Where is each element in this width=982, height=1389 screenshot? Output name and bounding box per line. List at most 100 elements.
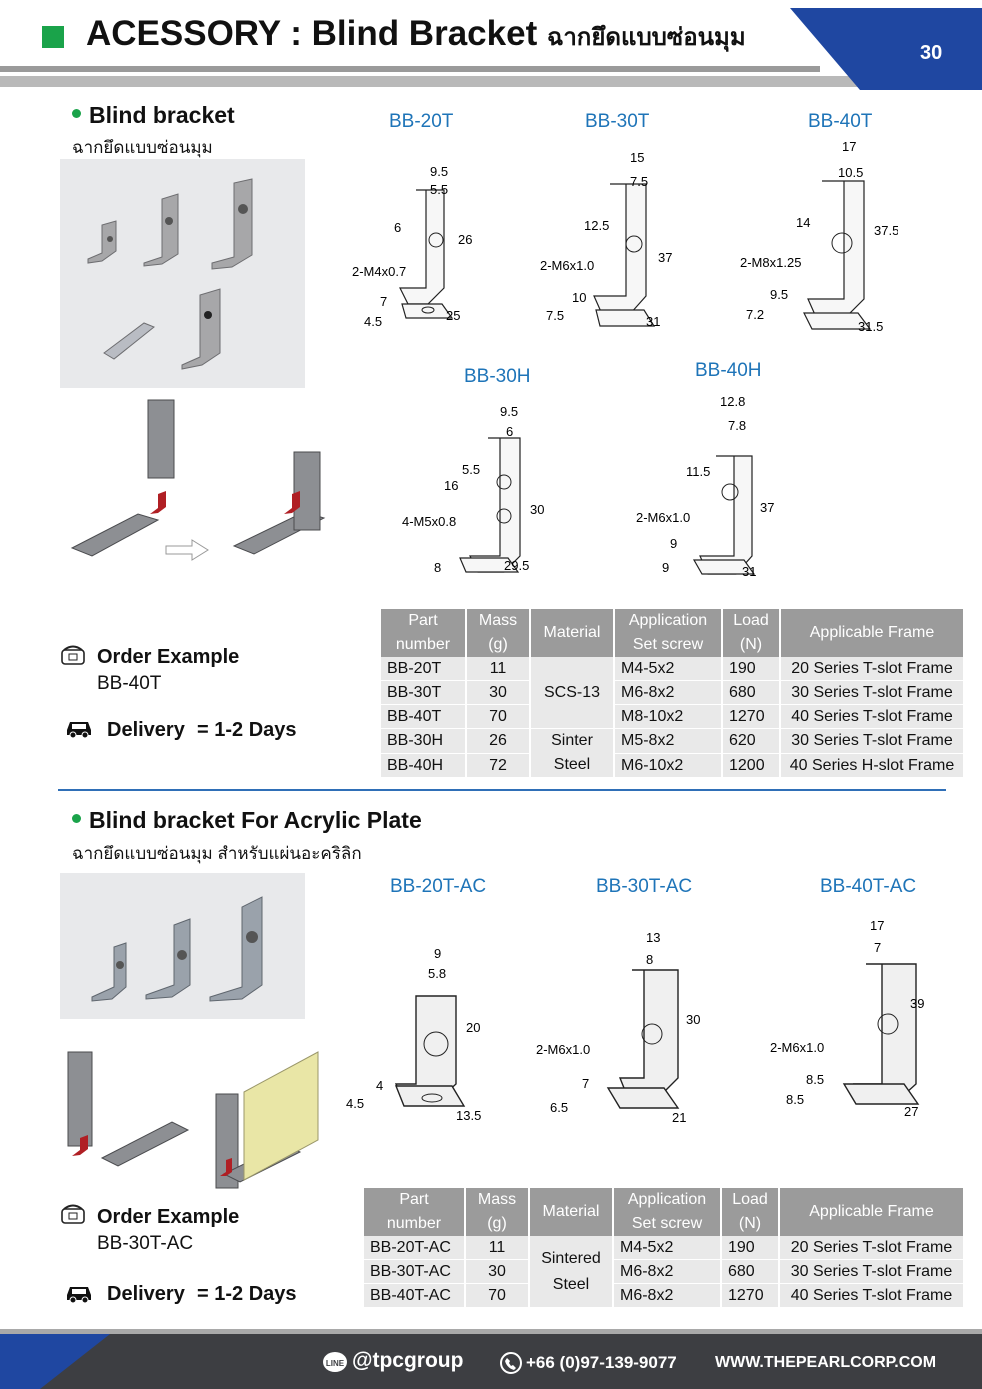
svg-text:27: 27 bbox=[904, 1104, 918, 1119]
svg-text:26: 26 bbox=[458, 232, 472, 247]
col-material: Material bbox=[530, 609, 615, 657]
delivery-value: = 1-2 Days bbox=[197, 1283, 297, 1305]
svg-text:9.5: 9.5 bbox=[770, 287, 788, 302]
svg-text:LINE: LINE bbox=[326, 1359, 345, 1368]
order-example-label: Order Example bbox=[97, 646, 240, 668]
model-label-bb40t: BB-40T bbox=[808, 111, 873, 132]
svg-text:4.5: 4.5 bbox=[364, 314, 382, 329]
svg-text:2-M6x1.0: 2-M6x1.0 bbox=[770, 1040, 824, 1055]
section-title: Blind bracket bbox=[72, 102, 235, 129]
col-mass: Mass(g) bbox=[465, 1188, 530, 1236]
svg-text:12.8: 12.8 bbox=[720, 394, 745, 409]
svg-text:2-M6x1.0: 2-M6x1.0 bbox=[540, 258, 594, 273]
svg-text:4: 4 bbox=[376, 1078, 383, 1093]
delivery-label: Delivery bbox=[107, 1283, 185, 1305]
svg-text:8: 8 bbox=[434, 560, 441, 575]
svg-text:9: 9 bbox=[662, 560, 669, 575]
model-label-ac40: BB-40T-AC bbox=[820, 876, 917, 897]
svg-text:20: 20 bbox=[466, 1020, 480, 1035]
phone-circle-icon bbox=[500, 1352, 522, 1374]
table-row: BB-30T 30 M6-8x2 680 30 Series T-slot Fr… bbox=[381, 680, 965, 705]
svg-text:2-M6x1.0: 2-M6x1.0 bbox=[636, 510, 690, 525]
svg-text:9.5: 9.5 bbox=[430, 164, 448, 179]
material-cell: SCS-13 bbox=[530, 657, 615, 729]
svg-text:5.5: 5.5 bbox=[462, 462, 480, 477]
svg-text:37.5: 37.5 bbox=[874, 223, 898, 238]
drawing-ac30: 13 8 30 2-M6x1.0 7 6.5 21 bbox=[536, 930, 700, 1125]
svg-text:31: 31 bbox=[742, 564, 756, 579]
footer-line-id[interactable]: @tpcgroup bbox=[352, 1349, 464, 1372]
arrow-icon bbox=[165, 539, 209, 561]
page-number: 30 bbox=[920, 42, 943, 64]
col-material: Material bbox=[529, 1188, 614, 1236]
section-subtitle: ฉากยึดแบบซ่อนมุม สำหรับแผ่นอะคริลิก bbox=[72, 844, 362, 863]
drawing-ac40: 17 7 39 2-M6x1.0 8.5 8.5 27 bbox=[770, 918, 924, 1119]
svg-text:2-M4x0.7: 2-M4x0.7 bbox=[352, 264, 406, 279]
brackets-photo-illustration bbox=[87, 178, 253, 370]
svg-text:11.5: 11.5 bbox=[686, 464, 710, 479]
svg-text:7.2: 7.2 bbox=[746, 307, 764, 322]
col-load: Load(N) bbox=[721, 1188, 780, 1236]
svg-text:7: 7 bbox=[874, 940, 881, 955]
svg-text:8: 8 bbox=[646, 952, 653, 967]
bullet-icon bbox=[72, 814, 81, 824]
bullet-icon bbox=[72, 109, 81, 119]
drawing-bb40h: 12.8 7.8 11.5 37 2-M6x1.0 9 9 31 bbox=[636, 394, 774, 579]
svg-text:5.5: 5.5 bbox=[430, 182, 448, 197]
svg-text:8.5: 8.5 bbox=[806, 1072, 824, 1087]
product-photo bbox=[60, 159, 305, 388]
svg-text:4.5: 4.5 bbox=[346, 1096, 364, 1111]
svg-text:21: 21 bbox=[672, 1110, 686, 1125]
svg-text:4-M5x0.8: 4-M5x0.8 bbox=[402, 514, 456, 529]
drawing-bb40t: 17 10.5 14 37.5 2-M8x1.25 9.5 7.2 31.5 bbox=[740, 139, 898, 334]
section-title: Blind bracket For Acrylic Plate bbox=[72, 807, 422, 834]
svg-text:7: 7 bbox=[380, 294, 387, 309]
table-row: BB-20T 11 SCS-13 M4-5x2 190 20 Series T-… bbox=[381, 657, 965, 729]
svg-text:30: 30 bbox=[530, 502, 544, 517]
svg-text:12.5: 12.5 bbox=[584, 218, 609, 233]
model-label-ac30: BB-30T-AC bbox=[596, 876, 693, 897]
phone-icon bbox=[61, 1204, 85, 1224]
page-banner bbox=[790, 8, 982, 90]
acrylic-assembly-illustration bbox=[67, 1051, 319, 1189]
table-row: BB-40T 70 M8-10x2 1270 40 Series T-slot … bbox=[381, 704, 965, 729]
footer-website[interactable]: WWW.THEPEARLCORP.COM bbox=[715, 1354, 937, 1371]
svg-text:39: 39 bbox=[910, 996, 924, 1011]
svg-text:17: 17 bbox=[870, 918, 884, 933]
svg-text:37: 37 bbox=[760, 500, 774, 515]
footer-bar bbox=[0, 1334, 982, 1389]
header-rule bbox=[0, 66, 820, 72]
title-thai: ฉากยึดแบบซ่อนมุม bbox=[546, 24, 746, 51]
svg-text:25: 25 bbox=[446, 308, 460, 323]
order-example-value: BB-30T-AC bbox=[97, 1233, 194, 1254]
section-divider bbox=[58, 789, 946, 791]
drawing-ac20: 9 5.8 20 4 4.5 13.5 bbox=[346, 946, 481, 1123]
svg-text:13: 13 bbox=[646, 930, 660, 945]
col-frame: Applicable Frame bbox=[779, 1188, 965, 1236]
svg-text:16: 16 bbox=[444, 478, 458, 493]
svg-text:30: 30 bbox=[686, 1012, 700, 1027]
header-rule-lower bbox=[0, 76, 982, 87]
col-load: Load(N) bbox=[722, 609, 781, 657]
delivery-value: = 1-2 Days bbox=[197, 719, 297, 741]
table-row: BB-40T-AC 70 M6-8x2 1270 40 Series T-slo… bbox=[364, 1283, 965, 1308]
svg-text:7.5: 7.5 bbox=[630, 174, 648, 189]
svg-text:13.5: 13.5 bbox=[456, 1108, 481, 1123]
header-square-icon bbox=[42, 26, 64, 48]
svg-text:29.5: 29.5 bbox=[504, 558, 529, 573]
svg-text:10: 10 bbox=[572, 290, 586, 305]
svg-text:9: 9 bbox=[670, 536, 677, 551]
drawing-bb30h: 9.5 6 5.5 16 30 4-M5x0.8 8 29.5 bbox=[402, 404, 544, 575]
footer-phone[interactable]: +66 (0)97-139-9077 bbox=[526, 1353, 677, 1372]
footer-rule bbox=[0, 1329, 982, 1335]
svg-text:15: 15 bbox=[630, 150, 644, 165]
model-label-bb40h: BB-40H bbox=[695, 360, 762, 381]
